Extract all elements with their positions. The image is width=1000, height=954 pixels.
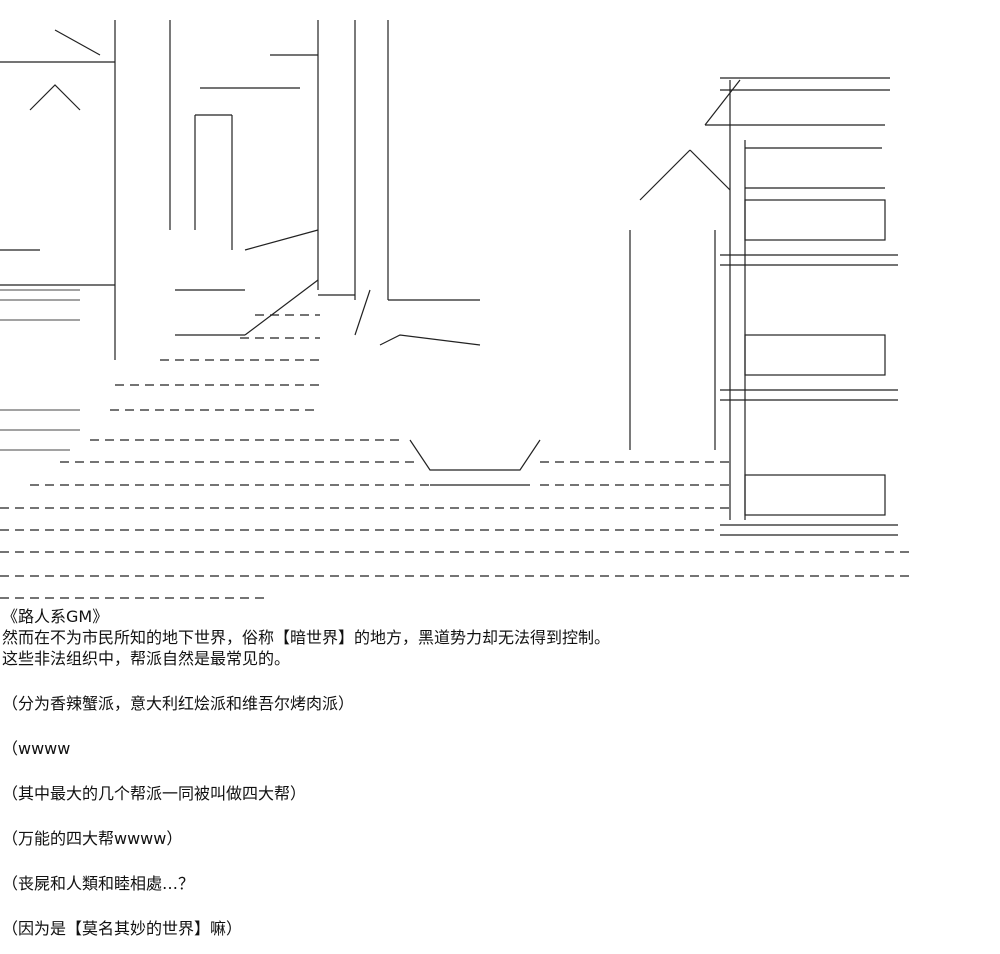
dialogue-line: （其中最大的几个帮派一同被叫做四大帮） [2,784,307,803]
dialogue-line: 然而在不为市民所知的地下世界，俗称【暗世界】的地方，黑道势力却无法得到控制。 [2,628,611,647]
dialogue-line: 这些非法组织中，帮派自然是最常见的。 [2,649,291,668]
dialogue-line: （万能的四大帮wwww） [2,829,183,848]
dialogue-line: （因为是【莫名其妙的世界】嘛） [2,919,243,938]
dialogue-line: （丧屍和人類和睦相處…？ [2,874,195,893]
ascii-art-illustration [0,20,910,599]
dialogue-line: （分为香辣蟹派，意大利红烩派和维吾尔烤肉派） [2,694,355,713]
speaker-name: 《路人系GM》 [2,607,109,626]
dialogue-line: （wwww [2,739,71,758]
dialogue-block: 《路人系GM》 然而在不为市民所知的地下世界，俗称【暗世界】的地方，黑道势力却无… [2,606,992,939]
